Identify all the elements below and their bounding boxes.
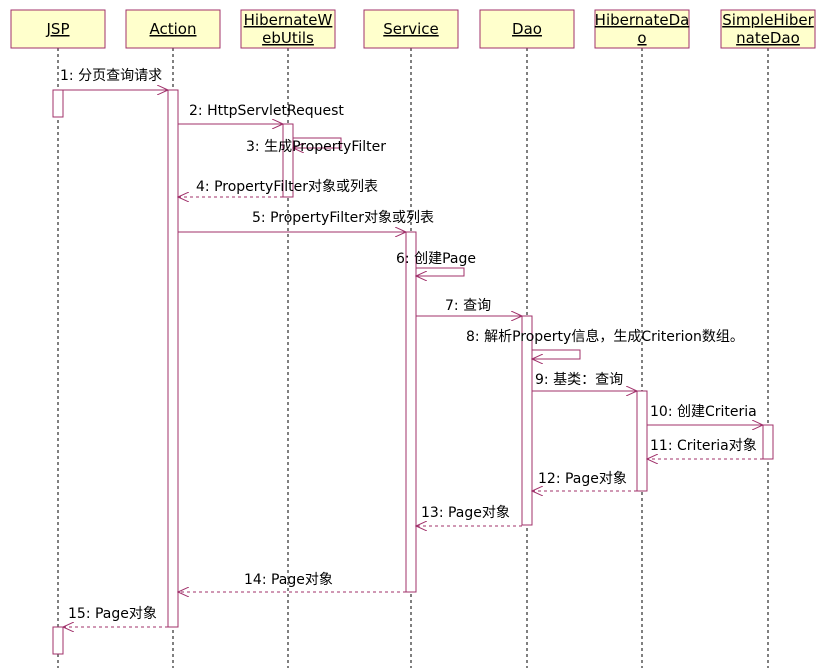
message-label: 12: Page对象 [538,471,627,487]
message-6: 6: 创建Page [396,251,476,276]
message-label: 1: 分页查询请求 [60,68,162,84]
participant-label: ebUtils [262,29,314,47]
message-13: 13: Page对象 [416,505,522,526]
participant-label: nateDao [736,29,800,47]
activation-bar-jsp [52,626,64,655]
message-label: 4: PropertyFilter对象或列表 [196,179,378,195]
message-11: 11: Criteria对象 [647,438,763,459]
message-label: 7: 查询 [445,298,491,314]
participant-box-jsp [10,9,106,49]
message-label: 5: PropertyFilter对象或列表 [252,210,434,226]
message-label: 2: HttpServletRequest [189,103,344,119]
activation-bar-hdao [636,390,648,492]
participant-label: Dao [512,20,542,38]
participant-label: Service [383,20,438,38]
participant-box-service [363,9,459,49]
participant-label: JSP [46,20,70,38]
message-10: 10: 创建Criteria [647,404,763,425]
participant-box-hdao [594,9,690,49]
message-9: 9: 基类：查询 [532,371,637,391]
message-3: 3: 生成PropertyFilter [246,137,386,155]
participant-service[interactable]: Service [363,9,459,49]
activation-bar-service [405,231,417,593]
message-label: 13: Page对象 [421,505,510,521]
activation-bar-hwu [282,123,294,198]
message-label: 6: 创建Page [396,251,476,267]
participant-action[interactable]: Action [125,9,221,49]
message-4: 4: PropertyFilter对象或列表 [178,179,378,197]
activation-bar-action [167,89,179,628]
message-7: 7: 查询 [416,298,522,316]
message-label: 3: 生成PropertyFilter [246,139,386,155]
activation-bar-dao [521,315,533,526]
participant-label: HibernateW [244,11,333,29]
activation-bar-jsp [52,89,64,118]
participant-jsp[interactable]: JSP [10,9,106,49]
participant-box-action [125,9,221,49]
message-5: 5: PropertyFilter对象或列表 [178,210,434,232]
participant-label: SimpleHiber [722,11,814,29]
message-14: 14: Page对象 [178,572,406,592]
message-label: 11: Criteria对象 [650,438,757,454]
message-15: 15: Page对象 [63,606,168,627]
message-label: 14: Page对象 [244,572,333,588]
participant-dao[interactable]: Dao [479,9,575,49]
message-arrow [416,267,465,276]
participant-label: HibernateDa [595,11,690,29]
participant-box-hwu [240,9,336,49]
participant-label: Action [150,20,197,38]
message-8: 8: 解析Property信息，生成Criterion数组。 [466,328,744,359]
participant-label: o [637,29,646,47]
message-2: 2: HttpServletRequest [178,103,344,124]
message-1: 1: 分页查询请求 [60,68,168,90]
message-label: 10: 创建Criteria [650,404,757,420]
activation-bar-shdao [762,424,774,460]
message-12: 12: Page对象 [532,471,637,491]
message-label: 8: 解析Property信息，生成Criterion数组。 [466,328,744,345]
message-arrow [293,137,342,148]
participant-box-dao [479,9,575,49]
message-arrow [532,349,581,359]
participant-box-shdao [720,9,816,49]
message-label: 15: Page对象 [68,606,157,622]
message-label: 9: 基类：查询 [535,371,623,388]
